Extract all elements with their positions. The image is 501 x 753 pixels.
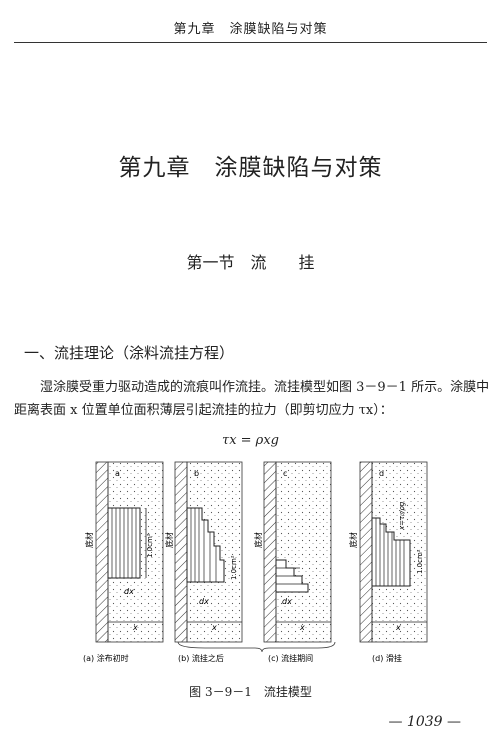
body-paragraph: 湿涂膜受重力驱动造成的流痕叫作流挂。流挂模型如图 3－9－1 所示。涂膜中距离表… [14,380,490,418]
panel-bracket [177,641,336,653]
panel-c-substrate [275,461,332,643]
page-number-value: 1039 [406,714,443,730]
figure-caption: 图 3－9－1 流挂模型 [189,685,312,699]
panel-d-letter: d [379,469,384,478]
panel-a-substrate-label: 底材 [84,532,94,548]
panel-c-caption: (c) 流挂期间 [268,653,313,663]
panel-b-dx-label: dx [199,597,209,606]
panel-a-caption: (a) 涂布初时 [83,653,129,663]
panel-a-wall [95,461,109,643]
panel-b-wall [174,461,188,643]
panel-a-layers [111,508,137,578]
panel-b-caption: (b) 流挂之后 [178,653,224,663]
panel-c-wall [263,461,277,643]
panel-a-letter: a [115,469,120,478]
panel-d-wall [359,461,373,643]
chapter-title: 第九章 涂膜缺陷与对策 [118,155,383,181]
panel-d-substrate-label: 底材 [348,532,358,548]
panel-a-area-label: 1.0cm² [146,533,154,558]
panel-d-side-label: x=τ₀/ρg [398,501,406,531]
shear-stress-formula: τx = ρxg [222,433,279,448]
panel-b-x-label: x [211,623,217,632]
panel-d-area-label: 1.0cm² [416,549,424,574]
running-head: 第九章 涂膜缺陷与对策 [173,22,328,37]
panel-d: d 底材 x=τ₀/ρg 1.0cm² x (d) 滑挂 [348,461,428,663]
section-title: 第一节 流 挂 [186,253,315,272]
panel-b-letter: b [194,469,199,478]
panel-a-dx-label: dx [124,587,134,596]
panel-c-dx-label: dx [282,597,292,606]
subsection-title: 一、流挂理论（涂料流挂方程） [24,344,235,362]
panel-b: b 底材 1.0cm² dx x (b) 流挂之后 [164,461,243,663]
panel-c-letter: c [283,469,287,478]
panel-b-area-label: 1.0cm² [230,555,238,580]
panel-c-substrate-label: 底材 [253,532,263,548]
page-number: — 1039 — [388,714,461,730]
panel-a-x-label: x [132,623,138,632]
panel-b-film [186,507,225,583]
panel-c-x-label: x [299,623,305,632]
header-rule [14,42,487,43]
panel-d-caption: (d) 滑挂 [372,653,402,663]
panel-c: c 底材 dx x (c) 流挂期间 [253,461,332,663]
panel-a: a 底材 1.0cm² dx x (a) 涂布初时 [83,461,164,663]
panel-d-film [371,517,411,587]
panel-d-x-label: x [395,623,401,632]
panel-b-substrate-label: 底材 [164,532,174,548]
